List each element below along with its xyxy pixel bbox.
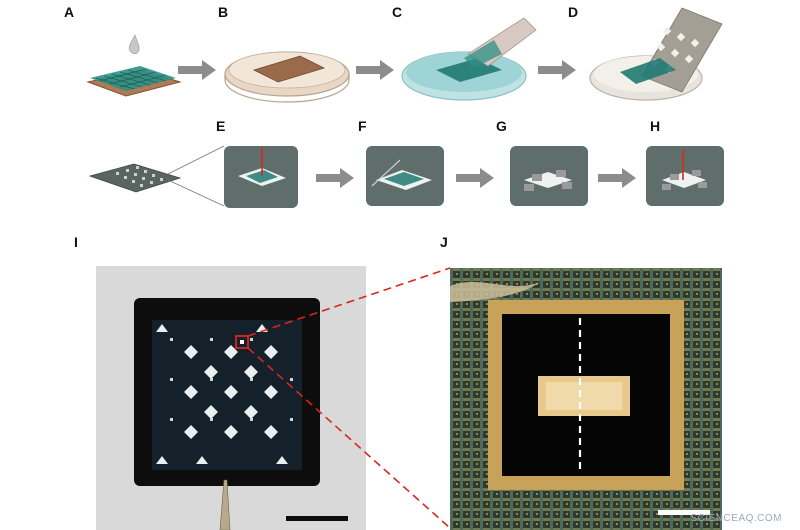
panel-label-h: H: [650, 118, 661, 134]
panel-label-g: G: [496, 118, 507, 134]
panel-d-illustration: [589, 7, 723, 101]
droplet-icon: [128, 34, 140, 55]
arrow-e-to-f: [316, 168, 354, 188]
arrow-b-to-c: [356, 60, 394, 80]
arrow-g-to-h: [598, 168, 636, 188]
panel-label-j: J: [440, 234, 448, 250]
tweezers-icon: [219, 479, 231, 530]
watermark: SCIENCEAQ.COM: [690, 513, 782, 524]
arrow-a-to-b: [178, 60, 216, 80]
panel-label-c: C: [392, 4, 403, 20]
arrow-c-to-d: [538, 60, 576, 80]
panel-label-a: A: [64, 4, 75, 20]
panel-i-photo: [96, 266, 366, 530]
panel-b-illustration: [224, 51, 350, 103]
panel-f-illustration: [366, 146, 444, 206]
panel-label-b: B: [218, 4, 229, 20]
panel-label-d: D: [568, 4, 579, 20]
panel-g-illustration: [510, 146, 588, 206]
panel-h-illustration: [646, 146, 724, 206]
panel-a-illustration: [86, 34, 182, 97]
panel-label-i: I: [74, 234, 78, 250]
panel-e-illustration: [88, 145, 298, 208]
panel-label-f: F: [358, 118, 367, 134]
panel-label-e: E: [216, 118, 226, 134]
arrow-f-to-g: [456, 168, 494, 188]
panel-c-illustration: [401, 17, 537, 101]
panel-j-micrograph: [450, 268, 722, 530]
